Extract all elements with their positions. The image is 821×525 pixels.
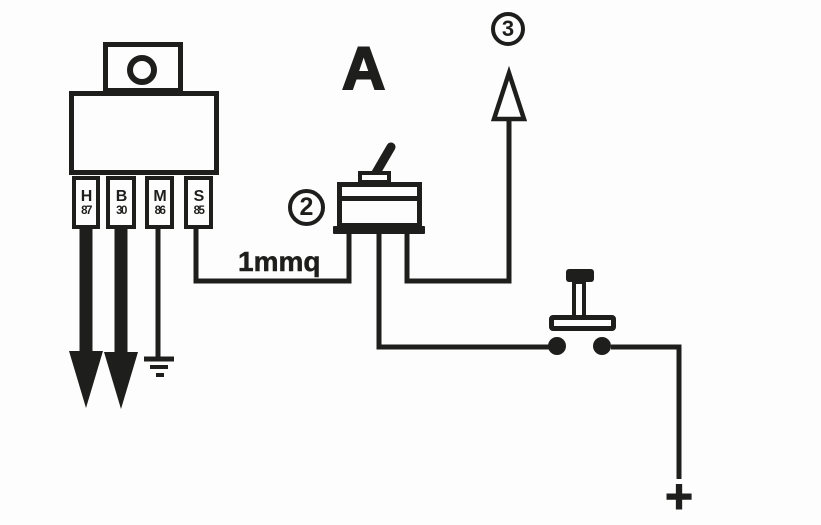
terminal-number: 85 bbox=[193, 205, 205, 217]
push-button-stem bbox=[572, 280, 586, 320]
toggle-switch-stripe bbox=[342, 196, 417, 201]
terminal-letter: H bbox=[80, 188, 93, 205]
output-arrow-right-icon bbox=[104, 352, 138, 409]
relay-terminal-30: B 30 bbox=[106, 176, 136, 229]
push-button-contact-left bbox=[548, 337, 566, 355]
output-arrow-left-icon bbox=[69, 351, 103, 408]
terminal-number: 86 bbox=[154, 205, 166, 217]
relay-terminal-87: H 87 bbox=[72, 176, 100, 229]
push-button-contact-right bbox=[593, 337, 611, 355]
terminal-number: 87 bbox=[81, 205, 92, 217]
wire-switch-to-output bbox=[404, 119, 512, 284]
toggle-switch-body bbox=[337, 182, 422, 228]
battery-positive-label: + bbox=[664, 471, 694, 525]
wire-button-to-battery bbox=[611, 344, 682, 479]
push-button-cap bbox=[566, 269, 594, 282]
wire-switch-to-button bbox=[376, 232, 549, 350]
callout-2-number: 2 bbox=[299, 193, 314, 221]
wire-gauge-label: 1mmq bbox=[238, 246, 321, 278]
relay-mounting-hole-icon bbox=[127, 55, 157, 85]
terminal-number: 30 bbox=[116, 205, 127, 217]
callout-2-badge: 2 bbox=[288, 189, 325, 226]
terminal-letter: M bbox=[153, 188, 166, 205]
callout-3-number: 3 bbox=[501, 16, 515, 41]
callout-3-badge: 3 bbox=[491, 12, 525, 46]
terminal-letter: B bbox=[115, 188, 128, 205]
relay-terminal-85: S 85 bbox=[184, 176, 213, 229]
ground-symbol-icon bbox=[144, 356, 174, 377]
push-button-actuator bbox=[549, 315, 616, 331]
relay-body bbox=[69, 91, 219, 175]
relay-terminal-86: M 86 bbox=[145, 176, 174, 229]
switch-label-a: A bbox=[341, 34, 386, 103]
output-arrow-up-icon bbox=[490, 65, 528, 122]
wire-relay-to-switch bbox=[193, 228, 352, 284]
terminal-letter: S bbox=[193, 188, 205, 205]
toggle-switch-base bbox=[333, 226, 425, 234]
